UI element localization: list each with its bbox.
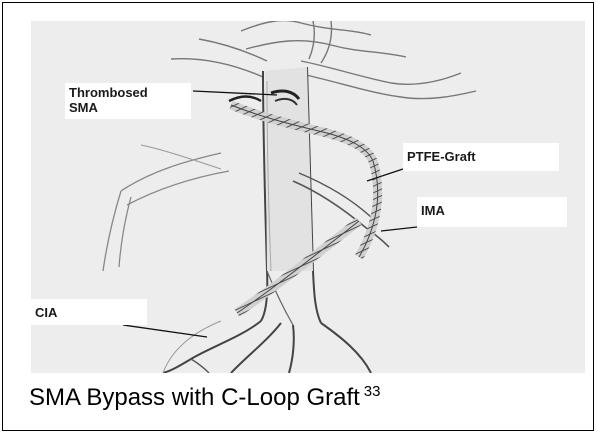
- ptfe-graft-label: PTFE-Graft: [403, 143, 559, 171]
- thrombosed-sma-label-line2: SMA: [69, 100, 187, 115]
- caption-text: SMA Bypass with C-Loop Graft: [29, 384, 360, 411]
- ptfe-graft-label-text: PTFE-Graft: [407, 149, 476, 164]
- ima-label: IMA: [417, 197, 567, 227]
- thrombosed-sma-label-line1: Thrombosed: [69, 85, 187, 100]
- slide-frame: Thrombosed SMA PTFE-Graft IMA CIA SMA By…: [2, 2, 594, 431]
- caption-reference: 33: [364, 383, 381, 400]
- ima-label-text: IMA: [421, 203, 445, 218]
- cia-label: CIA: [31, 299, 147, 325]
- bypass-sketch: Thrombosed SMA PTFE-Graft IMA CIA: [31, 21, 585, 373]
- cia-label-text: CIA: [35, 305, 57, 320]
- thrombosed-sma-label: Thrombosed SMA: [65, 83, 191, 119]
